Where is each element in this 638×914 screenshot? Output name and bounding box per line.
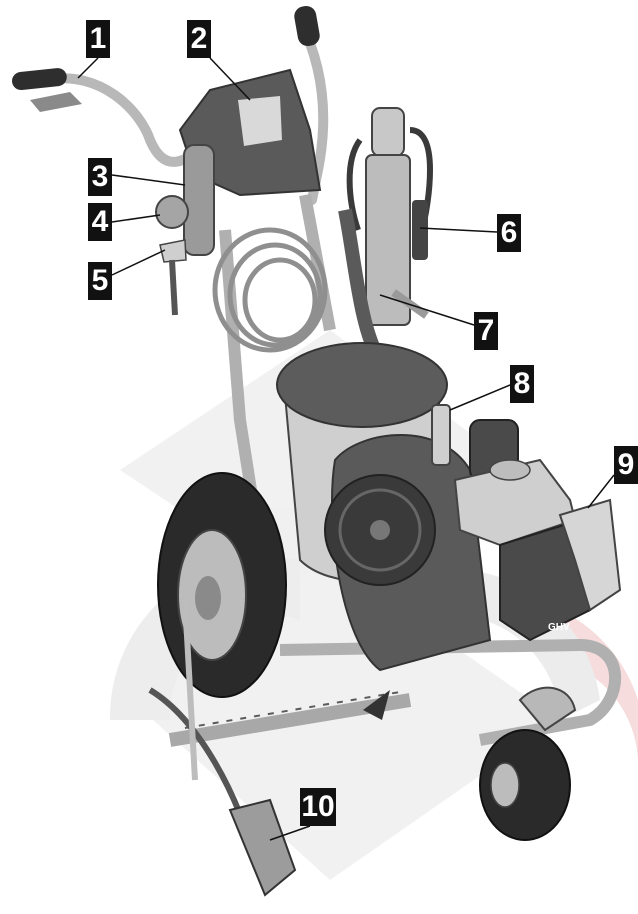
callout-6: 6 bbox=[497, 214, 521, 252]
prime-valve bbox=[159, 239, 187, 263]
pump-valve-handle bbox=[412, 200, 428, 260]
gun-trigger-lever bbox=[30, 92, 82, 112]
pump-hose-left bbox=[346, 138, 363, 231]
callout-4: 4 bbox=[88, 203, 112, 241]
hose-loop-1 bbox=[212, 227, 328, 353]
fuel-cap bbox=[489, 459, 531, 481]
caster-hub bbox=[490, 762, 520, 808]
left-wheel bbox=[157, 472, 287, 698]
gun-holder-rod bbox=[182, 599, 198, 781]
fan-hub bbox=[370, 520, 390, 540]
pressure-gauge bbox=[155, 195, 189, 229]
callout-7: 7 bbox=[474, 312, 498, 350]
gun-arm bbox=[148, 599, 412, 897]
pump-tower bbox=[338, 107, 433, 364]
fan-shroud bbox=[324, 434, 492, 672]
fan-grille bbox=[338, 488, 422, 572]
left-grip bbox=[11, 68, 67, 90]
callout-2: 2 bbox=[187, 20, 211, 58]
drain-tube bbox=[169, 259, 178, 316]
frame-base bbox=[279, 639, 621, 746]
callout-5: 5 bbox=[88, 262, 112, 300]
left-hub bbox=[195, 576, 221, 620]
spray-gun bbox=[228, 798, 297, 897]
inlet-strainer bbox=[431, 404, 451, 466]
pump-top-cap bbox=[371, 107, 405, 157]
arm-clamp-knob bbox=[363, 690, 390, 720]
callout-10: 10 bbox=[300, 788, 336, 826]
left-handlebar bbox=[43, 73, 205, 167]
callout-8: 8 bbox=[510, 365, 534, 403]
right-grip bbox=[294, 5, 320, 47]
hose-coil bbox=[212, 227, 328, 353]
callout-1: 1 bbox=[86, 20, 110, 58]
filter-housing bbox=[183, 144, 215, 256]
caster-tire bbox=[479, 729, 571, 841]
bucket-lid bbox=[276, 342, 448, 428]
engine: GHV bbox=[453, 458, 622, 642]
left-components bbox=[155, 144, 215, 316]
cover-label bbox=[238, 96, 282, 146]
callout-3: 3 bbox=[88, 158, 112, 196]
front-caster bbox=[479, 686, 577, 841]
engine-brand-decal: GHV bbox=[548, 622, 570, 633]
caster-fork bbox=[518, 686, 577, 732]
hose-loop-2 bbox=[227, 242, 323, 348]
callout-9: 9 bbox=[614, 446, 638, 484]
hose-loop-3 bbox=[242, 257, 318, 343]
